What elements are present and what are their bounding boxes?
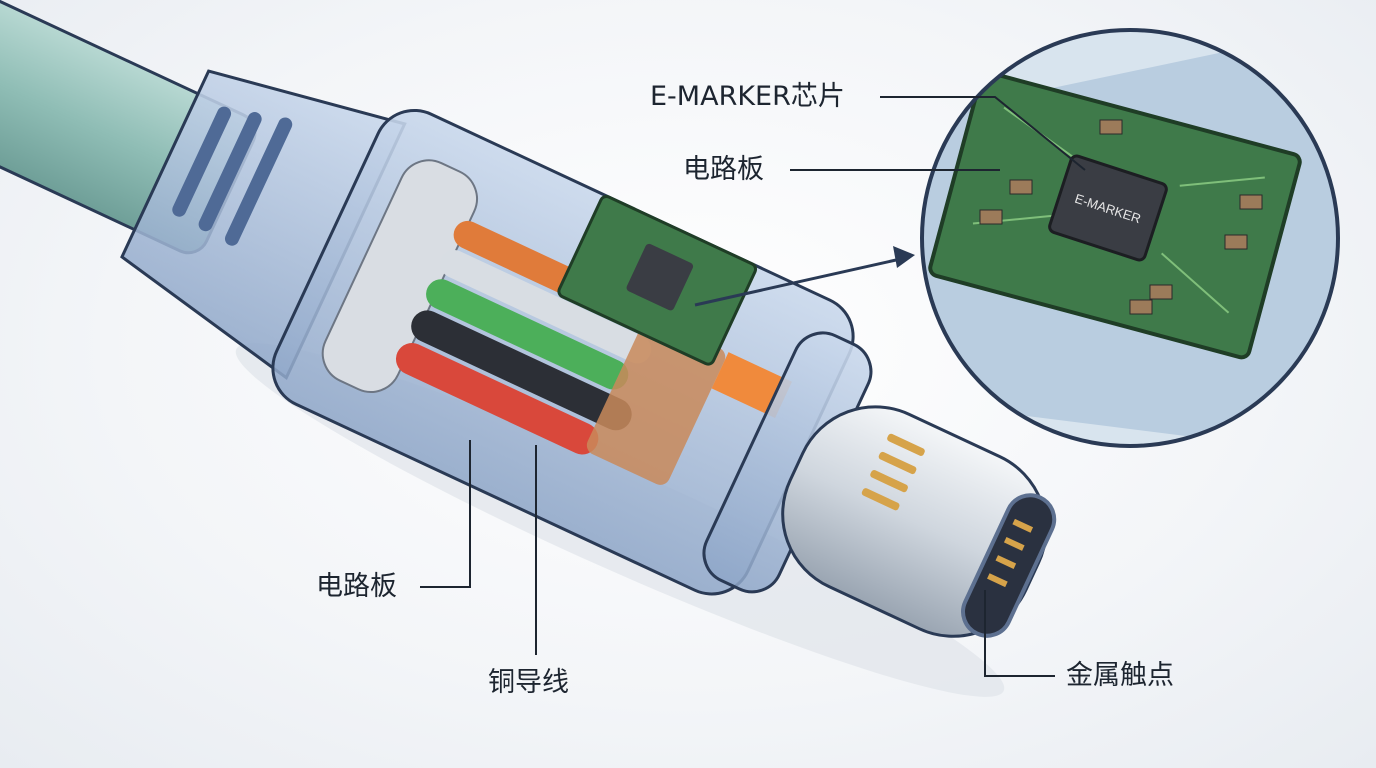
label-circuit-board-bottom: 电路板 — [316, 571, 397, 602]
magnified-view: E-MARKER — [922, 30, 1338, 446]
boot-grip-slots — [172, 106, 293, 246]
chip-small — [626, 243, 694, 311]
smd-components — [979, 119, 1263, 315]
metal-contacts — [861, 433, 1034, 588]
magnifier-ring — [920, 28, 1340, 448]
cable-assembly — [0, 0, 1057, 638]
arrow-head-icon — [893, 246, 915, 268]
label-emarker-chip: E-MARKER芯片 — [650, 81, 845, 112]
label-metal-contacts: 金属触点 — [1066, 660, 1174, 691]
emarker-chip — [1048, 154, 1168, 262]
leader-lines — [420, 96, 1086, 677]
magnify-pointer — [694, 256, 906, 307]
label-circuit-board-top: 电路板 — [683, 154, 764, 185]
label-copper-wire: 铜导线 — [488, 667, 569, 698]
